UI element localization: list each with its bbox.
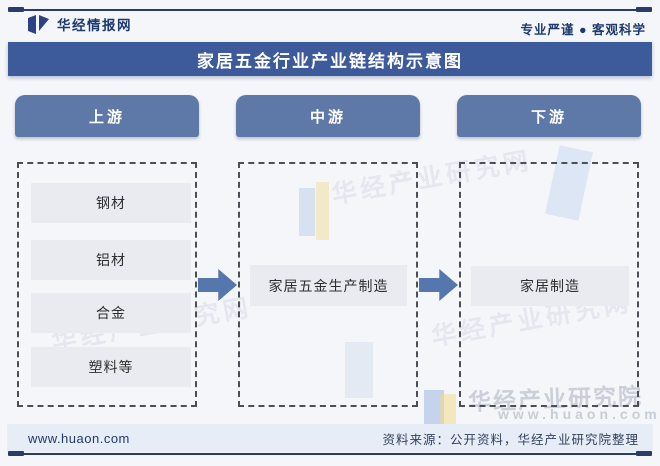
upstream-item-alloy: 合金 — [31, 293, 191, 333]
footer-site-url: www.huaon.com — [28, 430, 130, 446]
title-bar: 家居五金行业产业链结构示意图 — [8, 42, 652, 76]
watermark-site-text: www.huaon.com — [498, 406, 660, 422]
top-divider-left-cap — [8, 7, 24, 12]
upstream-item-aluminum: 铝材 — [31, 240, 191, 280]
arrow-upstream-to-midstream-icon — [198, 269, 237, 301]
midstream-item-hardware-manufacturing: 家居五金生产制造 — [250, 265, 407, 306]
footer-source-note: 资料来源：公开资料，华经产业研究院整理 — [382, 432, 639, 447]
downstream-item-home-manufacturing: 家居制造 — [471, 266, 629, 306]
arrow-midstream-to-downstream-icon — [419, 269, 458, 301]
top-divider-right-cap — [636, 7, 652, 12]
bottom-divider-right-cap — [636, 451, 652, 456]
brand-name: 华经情报网 — [57, 18, 132, 33]
upstream-container — [17, 162, 197, 407]
upstream-item-steel: 钢材 — [31, 183, 191, 223]
bottom-divider-line — [10, 453, 650, 455]
column-header-downstream: 下游 — [457, 95, 641, 137]
brand-tagline: 专业严谨 ● 客观科学 — [520, 23, 646, 37]
huaon-logo-icon — [28, 14, 50, 34]
bottom-divider-left-cap — [8, 451, 24, 456]
downstream-container — [459, 162, 639, 407]
top-divider-line — [10, 9, 650, 11]
column-header-midstream: 中游 — [236, 95, 420, 137]
brand: 华经情报网 — [28, 14, 132, 34]
midstream-container — [238, 162, 418, 407]
page-title: 家居五金行业产业链结构示意图 — [197, 51, 463, 71]
column-header-upstream: 上游 — [15, 95, 199, 137]
upstream-item-plastics: 塑料等 — [31, 347, 191, 387]
footer-bar: www.huaon.com 资料来源：公开资料，华经产业研究院整理 — [7, 424, 653, 452]
